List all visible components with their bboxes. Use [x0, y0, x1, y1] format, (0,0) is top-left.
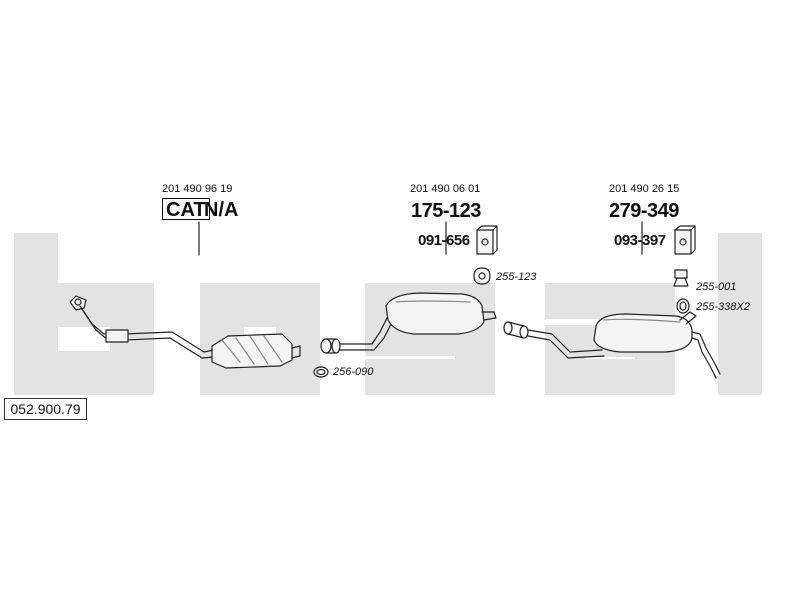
clamp-256-090-part [313, 366, 329, 378]
rubber-ring-255-338-label: 255-338X2 [696, 301, 750, 313]
rear-oe-number: 201 490 26 15 [609, 183, 680, 195]
rear-connector-part [503, 321, 529, 339]
cat-oe-number: 201 490 96 19 [162, 183, 233, 195]
middle-bracket-number: 091-656 [418, 232, 470, 249]
intermediate-connector-part [320, 338, 341, 354]
middle-silencer-part [339, 292, 497, 351]
bracket-093-397-part [674, 225, 696, 255]
cat-status: N/A [204, 199, 239, 221]
rear-part-number: 279-349 [609, 200, 679, 222]
clamp-256-090-label: 256-090 [333, 366, 374, 378]
rear-silencer-part [527, 311, 721, 379]
rubber-ring-255-338-part [676, 298, 690, 314]
bracket-091-656-part [476, 225, 498, 255]
cat-badge: CAT [162, 198, 210, 221]
front-downpipe-part [69, 295, 215, 359]
middle-part-number: 175-123 [411, 200, 481, 222]
hanger-255-123-part [473, 267, 491, 285]
rubber-mount-255-001-part [673, 269, 689, 287]
rear-bracket-number: 093-397 [614, 232, 666, 249]
rubber-mount-255-001-label: 255-001 [696, 281, 737, 293]
diagram-reference-number: 052.900.79 [4, 398, 87, 420]
catalytic-converter-part [211, 333, 301, 369]
middle-oe-number: 201 490 06 01 [410, 183, 481, 195]
hanger-255-123-label: 255-123 [496, 271, 537, 283]
